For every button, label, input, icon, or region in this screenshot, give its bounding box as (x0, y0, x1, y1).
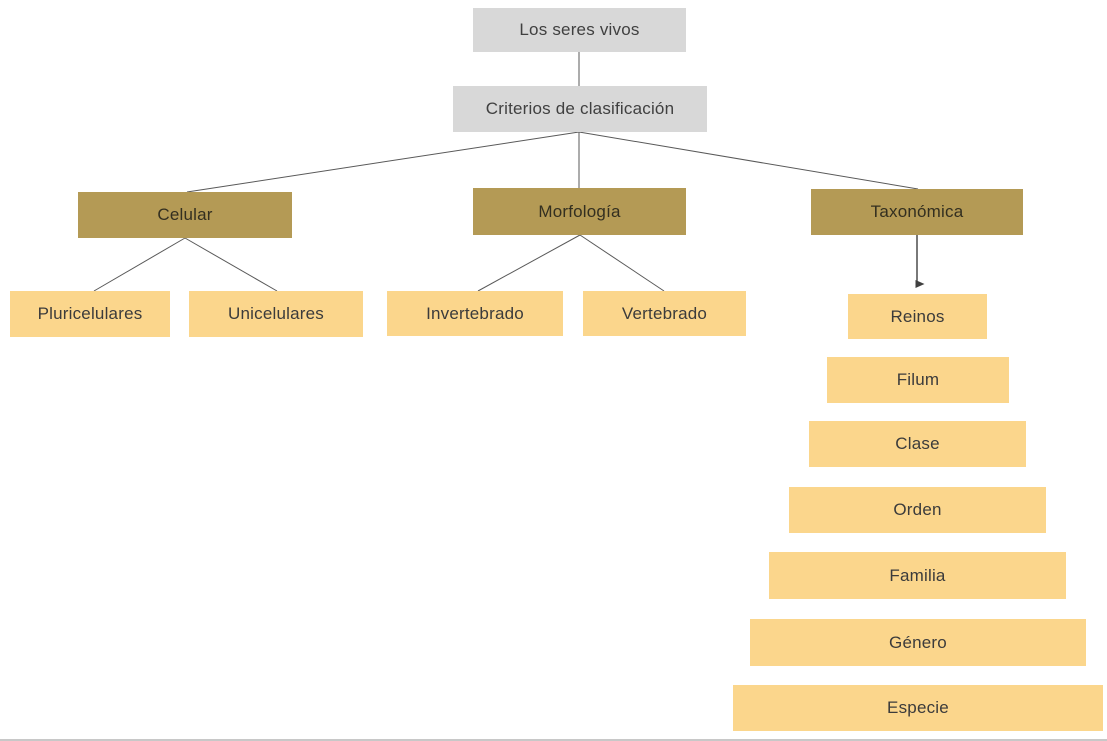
bottom-edge-line (0, 739, 1107, 741)
connector-celular-pluricelulares (93, 237, 186, 292)
node-criterios-de-clasificacion: Criterios de clasificación (453, 86, 707, 132)
node-taxonomy-level-orden: Orden (789, 487, 1046, 533)
node-taxonomica: Taxonómica (811, 189, 1023, 235)
connector-celular-unicelulares (184, 237, 278, 292)
node-unicelulares: Unicelulares (189, 291, 363, 337)
node-los-seres-vivos: Los seres vivos (473, 8, 686, 52)
connector-criteria-celular (186, 131, 580, 193)
node-invertebrado: Invertebrado (387, 291, 563, 336)
node-celular: Celular (78, 192, 292, 238)
node-taxonomy-level-filum: Filum (827, 357, 1009, 403)
node-pluricelulares: Pluricelulares (10, 291, 170, 337)
connector-morfologia-invertebrado (477, 234, 581, 292)
node-morfologia: Morfología (473, 188, 686, 235)
connector-criteria-taxonomica (578, 131, 919, 190)
node-taxonomy-level-genero: Género (750, 619, 1086, 666)
node-taxonomy-level-reinos: Reinos (848, 294, 987, 339)
node-taxonomy-level-clase: Clase (809, 421, 1026, 467)
node-vertebrado: Vertebrado (583, 291, 746, 336)
node-taxonomy-level-especie: Especie (733, 685, 1103, 731)
connector-morfologia-vertebrado (579, 234, 665, 292)
node-taxonomy-level-familia: Familia (769, 552, 1066, 599)
